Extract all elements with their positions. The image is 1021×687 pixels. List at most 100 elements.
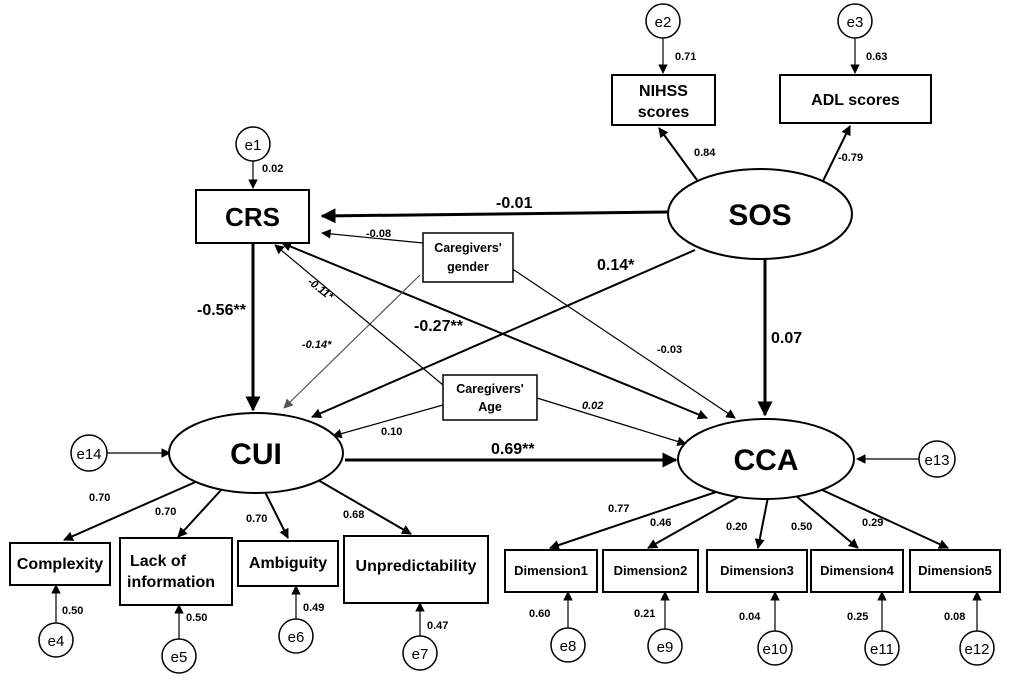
- error-e2: e2: [645, 3, 681, 39]
- error-e1-label: e1: [245, 137, 262, 154]
- edge-cui-lack-info: [177, 488, 223, 538]
- node-dim4-label: Dimension4: [820, 563, 894, 578]
- path-gender-cui: -0.14*: [302, 339, 332, 351]
- error-e14-label: e14: [76, 446, 101, 463]
- node-nihss-line2: scores: [638, 104, 690, 121]
- weight-e7: 0.47: [427, 620, 448, 632]
- node-lack-info-line1: Lack of: [130, 553, 187, 570]
- error-e11-label: e11: [870, 641, 894, 658]
- node-adl: ADL scores: [779, 74, 932, 124]
- node-gender: Caregivers' gender: [422, 232, 514, 283]
- node-dim2-label: Dimension2: [614, 563, 688, 578]
- weight-e4: 0.50: [62, 605, 83, 617]
- node-cui: CUI: [168, 412, 344, 494]
- error-e9-label: e9: [657, 639, 674, 656]
- path-age-cui: 0.10: [381, 426, 402, 438]
- weight-e11: 0.25: [847, 611, 868, 623]
- loading-cui-complexity: 0.70: [89, 492, 110, 504]
- weight-e2: 0.71: [675, 51, 696, 63]
- error-e13: e13: [918, 440, 956, 478]
- loading-cca-dim2: 0.46: [650, 517, 671, 529]
- weight-e9: 0.21: [634, 608, 655, 620]
- error-e7: e7: [402, 635, 438, 671]
- node-dim1: Dimension1: [504, 549, 598, 593]
- node-dim3-label: Dimension3: [720, 563, 794, 578]
- path-crs-cca: -0.27**: [414, 318, 464, 335]
- error-e11: e11: [864, 630, 900, 666]
- path-age-crs: -0.11*: [305, 276, 335, 303]
- node-ambiguity: Ambiguity: [237, 540, 339, 587]
- node-dim2: Dimension2: [602, 549, 699, 593]
- edge-sos-crs: [320, 208, 669, 224]
- node-adl-label: ADL scores: [811, 92, 900, 109]
- weight-e1: 0.02: [262, 163, 283, 175]
- node-sos: SOS: [667, 168, 853, 260]
- edge-cca-dim5: [819, 488, 949, 549]
- loading-cca-dim4: 0.50: [791, 521, 812, 533]
- path-cui-cca: 0.69**: [491, 441, 535, 458]
- path-gender-crs: -0.08: [366, 228, 391, 240]
- error-e14: e14: [70, 434, 108, 472]
- node-age: Caregivers' Age: [442, 374, 538, 421]
- node-cca: CCA: [677, 418, 855, 500]
- error-e6: e6: [278, 618, 314, 654]
- node-unpredictability: Unpredictability: [343, 535, 489, 604]
- edge-sos-adl: [822, 125, 851, 182]
- error-e9: e9: [647, 628, 683, 664]
- node-dim5-label: Dimension5: [918, 563, 992, 578]
- edge-age-crs: [274, 244, 444, 386]
- error-e10: e10: [757, 630, 793, 666]
- path-sos-crs: -0.01: [496, 195, 533, 212]
- node-nihss-line1: NIHSS: [639, 83, 688, 100]
- path-sos-cui: 0.14*: [597, 257, 635, 274]
- edge-cui-ambiguity: [263, 489, 289, 539]
- edge-cca-dim4: [794, 494, 859, 549]
- node-sos-label: SOS: [728, 199, 791, 232]
- edge-cca-dim2: [647, 494, 743, 549]
- node-gender-line2: gender: [447, 260, 489, 274]
- error-e8: e8: [550, 627, 586, 663]
- error-e4-label: e4: [48, 633, 65, 650]
- node-nihss: NIHSS scores: [611, 74, 716, 126]
- node-dim3: Dimension3: [706, 549, 808, 593]
- node-gender-line1: Caregivers': [434, 241, 502, 255]
- edge-cui-complexity: [63, 479, 201, 541]
- error-e4: e4: [38, 622, 74, 658]
- edge-gender-cca: [510, 267, 736, 419]
- error-e5-label: e5: [171, 649, 188, 666]
- node-complexity: Complexity: [9, 542, 111, 586]
- node-dim5: Dimension5: [909, 549, 1001, 593]
- edge-cca-dim3: [754, 496, 769, 549]
- error-e12-label: e12: [964, 641, 989, 658]
- weight-e12: 0.08: [944, 611, 965, 623]
- error-e7-label: e7: [412, 646, 429, 663]
- node-ambiguity-label: Ambiguity: [249, 555, 327, 572]
- weight-e10: 0.04: [739, 611, 761, 623]
- path-sos-cca: 0.07: [771, 330, 802, 347]
- loading-cca-dim3: 0.20: [726, 521, 747, 533]
- path-age-cca: 0.02: [582, 400, 603, 412]
- error-e8-label: e8: [560, 638, 577, 655]
- error-e1: e1: [235, 126, 271, 162]
- edge-gender-cui: [283, 274, 421, 409]
- loading-cca-dim5: 0.29: [862, 517, 883, 529]
- weight-e8: 0.60: [529, 608, 550, 620]
- edge-sos-nihss: [658, 127, 698, 181]
- edge-age-cui: [332, 404, 444, 439]
- node-unpredictability-label: Unpredictability: [356, 558, 477, 575]
- node-age-line1: Caregivers': [456, 382, 524, 396]
- error-e5: e5: [161, 638, 197, 674]
- error-e12: e12: [959, 630, 995, 666]
- loading-cui-unpredictability: 0.68: [343, 509, 364, 521]
- path-sos-nihss: 0.84: [694, 147, 716, 159]
- error-e3-label: e3: [847, 14, 864, 31]
- edge-cca-dim1: [549, 491, 717, 550]
- node-lack-info: Lack of information: [119, 537, 233, 606]
- edge-cui-unpredictability: [317, 479, 412, 535]
- edge-crs-cca: [281, 241, 708, 420]
- loading-cui-lack-info: 0.70: [155, 506, 176, 518]
- loading-cca-dim1: 0.77: [608, 503, 629, 515]
- node-age-line2: Age: [478, 400, 502, 414]
- error-e10-label: e10: [762, 641, 787, 658]
- node-crs: CRS: [195, 189, 310, 244]
